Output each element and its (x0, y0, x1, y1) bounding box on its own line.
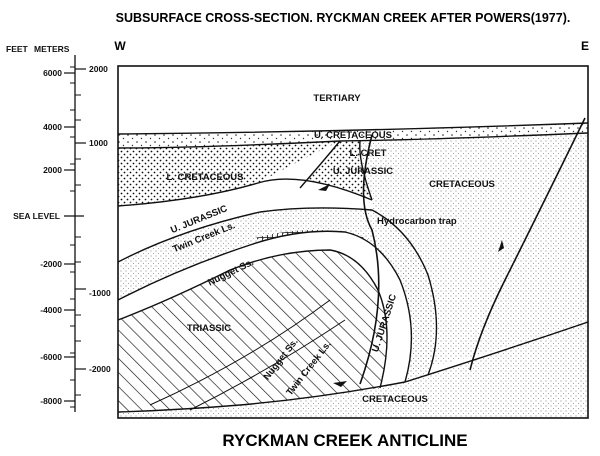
meters-axis-label: METERS (34, 44, 70, 54)
svg-text:-1000: -1000 (89, 288, 111, 298)
svg-text:-2000: -2000 (89, 364, 111, 374)
depth-axis: FEET METERS 6000 4000 2000 (6, 44, 111, 412)
svg-text:4000: 4000 (43, 122, 62, 132)
twin-creek-band (118, 207, 437, 382)
label-cretaceous-base: CRETACEOUS (362, 394, 428, 405)
svg-text:1000: 1000 (89, 138, 108, 148)
cross-section-body (118, 66, 588, 418)
cretaceous-base-unit (118, 322, 588, 418)
label-u-jurassic-core: U. JURASSIC (333, 166, 393, 177)
svg-text:-4000: -4000 (40, 305, 62, 315)
feet-tick-neg2000: -2000 (40, 259, 75, 269)
svg-text:2000: 2000 (43, 165, 62, 175)
meter-tick-1000: 1000 (75, 138, 108, 148)
thrust-faults (359, 117, 586, 385)
label-l-cretaceous: L. CRETACEOUS (167, 172, 244, 183)
svg-text:SEA LEVEL: SEA LEVEL (13, 211, 60, 221)
svg-text:-6000: -6000 (40, 352, 62, 362)
contact-lines (118, 122, 588, 413)
figure-footer-title: RYCKMAN CREEK ANTICLINE (222, 431, 467, 450)
meter-tick-neg1000: -1000 (75, 288, 111, 298)
fault-arrow-lower (333, 381, 347, 387)
svg-text:6000: 6000 (43, 68, 62, 78)
meter-tick-2000: 2000 (75, 64, 108, 74)
eastern-fault (469, 117, 586, 371)
nugget-sandstone-band (118, 231, 412, 388)
feet-tick-neg6000: -6000 (40, 352, 75, 362)
feet-tick-2000: 2000 (43, 165, 75, 175)
feet-tick-6000: 6000 (43, 68, 75, 78)
label-u-cretaceous: U. CRETACEOUS (314, 130, 392, 141)
fault-arrow-upper (318, 184, 330, 191)
depth-axis-minor-ticks (70, 66, 81, 408)
label-tertiary: TERTIARY (313, 93, 361, 104)
main-thrust-fault (359, 134, 380, 385)
svg-text:-8000: -8000 (40, 396, 62, 406)
tertiary-unit (118, 66, 588, 134)
meter-tick-neg2000: -2000 (75, 364, 111, 374)
figure-title: SUBSURFACE CROSS-SECTION. RYCKMAN CREEK … (116, 11, 571, 25)
triassic-core (118, 250, 388, 412)
east-direction-label: E (581, 39, 589, 53)
fault-arrows (318, 184, 504, 387)
label-cretaceous-east: CRETACEOUS (429, 179, 495, 190)
feet-tick-4000: 4000 (43, 122, 75, 132)
sea-level-tick: SEA LEVEL (13, 211, 84, 221)
upper-cretaceous-band (118, 123, 588, 148)
label-l-cret: L. CRET (350, 148, 387, 159)
fault-arrow-east (498, 240, 504, 252)
label-hydrocarbon-trap: Hydrocarbon trap (377, 216, 457, 227)
svg-text:-2000: -2000 (40, 259, 62, 269)
section-frame (117, 65, 589, 419)
label-triassic: TRIASSIC (187, 323, 231, 334)
west-direction-label: W (114, 39, 126, 53)
feet-tick-neg4000: -4000 (40, 305, 75, 315)
feet-tick-neg8000: -8000 (40, 396, 75, 406)
svg-text:2000: 2000 (89, 64, 108, 74)
feet-axis-label: FEET (6, 44, 29, 54)
lower-cretaceous-unit (118, 141, 340, 206)
